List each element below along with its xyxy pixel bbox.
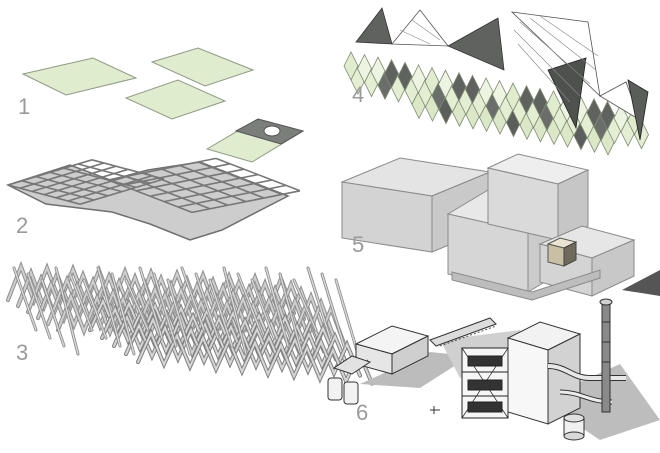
grid-beam — [163, 179, 273, 203]
lattice-diagonal — [321, 273, 345, 347]
layer-4-faceted-glazing: 4 — [343, 7, 649, 156]
glazing-mullion — [399, 29, 431, 45]
lattice-diagonal — [153, 273, 177, 347]
step-number-3: 3 — [16, 340, 28, 365]
layer-6-systems: 6 — [327, 298, 660, 441]
lattice-diagonal — [293, 279, 317, 331]
lattice-diagonal — [69, 273, 93, 331]
grid-beam — [67, 175, 153, 202]
lattice-diagonal — [97, 267, 121, 347]
slab-panel — [21, 57, 138, 96]
lattice-diagonal — [307, 267, 331, 339]
glazing-mullion — [513, 29, 581, 97]
volume-base — [451, 269, 601, 301]
slab-panel — [124, 79, 227, 120]
chimney-stack — [601, 301, 611, 413]
grid-beam — [135, 168, 245, 192]
slab-panel — [150, 47, 255, 87]
lattice-diagonal — [55, 267, 79, 355]
grid-beam — [7, 159, 93, 186]
lattice-diagonal — [13, 267, 37, 331]
glazing-peak-dark — [447, 17, 505, 71]
step-number-4: 4 — [352, 82, 364, 107]
equipment-box-main-front — [507, 337, 549, 425]
lattice-member — [89, 298, 325, 353]
conveyor-belt — [429, 317, 497, 347]
storage-tank-top — [563, 413, 585, 423]
lattice-member — [125, 322, 361, 377]
glazing-peak-dark — [355, 7, 393, 45]
glazing-mullion — [529, 17, 597, 71]
layer-5-volumes: 5 — [340, 153, 636, 301]
grid-beam — [19, 162, 105, 189]
glazing-mullion — [539, 15, 599, 57]
lattice-diagonal — [265, 267, 289, 347]
accent-cube-side — [563, 241, 577, 267]
pipe-run — [547, 364, 626, 380]
lattice-member — [137, 330, 373, 385]
glazing-mullion — [519, 21, 591, 85]
grid-beam — [149, 173, 259, 197]
grid-beam — [177, 184, 287, 208]
lattice-diagonal — [139, 267, 163, 339]
step-number-2: 2 — [16, 213, 28, 238]
glazing-peak-dark — [627, 79, 649, 141]
grid-beam — [31, 165, 117, 193]
lattice-diagonal — [195, 273, 219, 339]
step-number-6: 6 — [356, 400, 368, 425]
ground-shadow — [360, 352, 470, 388]
lattice-members — [6, 261, 374, 387]
lattice-diagonal — [209, 279, 233, 347]
grid-beam — [79, 178, 165, 205]
framed-module — [461, 347, 509, 419]
dark-wedge-fragment — [622, 270, 660, 296]
lattice-diagonal — [41, 279, 65, 347]
volume-box-right-side — [591, 239, 635, 297]
lattice-diagonal — [335, 279, 359, 355]
lattice-diagonal — [251, 279, 275, 339]
glazing-peak-clear — [391, 9, 449, 47]
layer-3-lattice-frame: 3 — [6, 261, 374, 387]
step-number-5: 5 — [352, 232, 364, 257]
conveyor-truss — [439, 325, 497, 347]
lattice-diagonal — [125, 279, 149, 331]
layer-2-structural-grid: 2 — [6, 157, 301, 241]
lattice-diagonal — [111, 273, 135, 355]
glazing-facets — [343, 7, 649, 156]
slab-opening — [263, 125, 281, 137]
grid-beam — [107, 157, 217, 181]
glazing-mullion — [411, 19, 441, 41]
lattice-diagonal — [279, 273, 303, 355]
grid-beam — [43, 168, 129, 196]
volume-box-tall-side — [557, 169, 589, 241]
step-number-1: 1 — [18, 94, 30, 119]
equipment-box-left-side — [391, 335, 429, 375]
glazing-mullion — [517, 43, 571, 103]
lattice-diagonal — [83, 279, 107, 339]
layer-1-slabs: 1 — [18, 47, 305, 163]
accent-cube-front — [547, 243, 565, 267]
lattice-diagonal — [181, 267, 205, 331]
lattice-diagonal — [237, 273, 261, 331]
lattice-diagonal — [167, 279, 191, 355]
grid-members — [7, 157, 301, 214]
tanker-trucks — [327, 355, 372, 405]
north-marker — [430, 406, 440, 414]
lattice-diagonal — [27, 273, 51, 339]
grid-beam — [121, 163, 231, 187]
chimney-cap — [599, 298, 613, 306]
grid-beam — [191, 190, 301, 214]
lattice-diagonal — [223, 267, 247, 355]
lattice-member — [113, 314, 349, 369]
equipment-box-main-side — [547, 333, 581, 425]
